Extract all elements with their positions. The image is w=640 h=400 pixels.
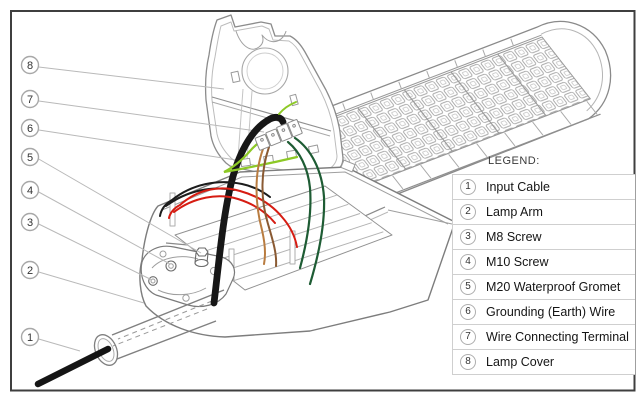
legend-num-5: 5 [460, 279, 476, 295]
m8-screw [148, 276, 158, 286]
led-head [302, 20, 612, 206]
legend-rows: 1 Input Cable 2 Lamp Arm 3 M8 Screw 4 M1… [452, 174, 635, 375]
legend-num-8: 8 [460, 354, 476, 370]
red-wire-1 [168, 187, 298, 248]
callout-bubbles: 8 7 6 5 4 3 2 1 [20, 55, 40, 347]
callout-5-num: 5 [27, 152, 33, 164]
cover-arch-detail [235, 30, 287, 50]
leader-line-2 [38, 271, 145, 304]
callout-4-num: 4 [27, 185, 33, 197]
legend-label-5: M20 Waterproof Gromet [486, 280, 621, 294]
legend-label-1: Input Cable [486, 180, 550, 194]
brown-wire [261, 146, 278, 267]
cover-round-opening [241, 47, 289, 95]
callout-4: 4 [20, 180, 40, 200]
input-cable-inside [210, 113, 287, 307]
callout-1: 1 [20, 327, 40, 347]
legend-label-4: M10 Screw [486, 255, 549, 269]
callout-7-num: 7 [27, 94, 33, 106]
legend-row-4: 4 M10 Screw [453, 249, 635, 274]
wire-connecting-terminal [254, 119, 303, 151]
orange-wire [255, 148, 267, 265]
callout-6: 6 [20, 118, 40, 138]
leader-line-1 [38, 338, 81, 352]
legend-num-1: 1 [460, 179, 476, 195]
legend-row-6: 6 Grounding (Earth) Wire [453, 299, 635, 324]
led-head-endcap-inner [540, 28, 603, 112]
leader-line-3 [38, 223, 153, 281]
callout-2-num: 2 [27, 265, 33, 277]
legend-row-3: 3 M8 Screw [453, 224, 635, 249]
legend-label-3: M8 Screw [486, 230, 542, 244]
leader-line-8 [38, 66, 225, 90]
legend-num-4: 4 [460, 254, 476, 270]
callout-2: 2 [20, 260, 40, 280]
legend-row-2: 2 Lamp Arm [453, 199, 635, 224]
legend-num-3: 3 [460, 229, 476, 245]
callout-3: 3 [20, 212, 40, 232]
legend-label-7: Wire Connecting Terminal [486, 330, 629, 344]
legend-label-2: Lamp Arm [486, 205, 543, 219]
callout-5: 5 [20, 147, 40, 167]
callout-8: 8 [20, 55, 40, 75]
dark-green-wire-1 [286, 140, 312, 270]
leader-line-7 [38, 100, 265, 133]
leader-line-4 [38, 191, 171, 265]
callout-3-num: 3 [27, 217, 33, 229]
dark-green-wire-2 [293, 136, 326, 286]
callout-8-num: 8 [27, 60, 33, 72]
legend-row-7: 7 Wire Connecting Terminal [453, 324, 635, 349]
m20-gromet [194, 247, 209, 268]
front-fins [364, 101, 598, 200]
legend-num-2: 2 [460, 204, 476, 220]
legend-heading: LEGEND: [488, 155, 540, 167]
hinge-bracket [340, 159, 356, 173]
lamp-cover [204, 14, 344, 180]
legend-row-8: 8 Lamp Cover [453, 349, 635, 375]
legend-label-8: Lamp Cover [486, 355, 555, 369]
input-cable [34, 345, 112, 388]
legend-label-6: Grounding (Earth) Wire [486, 305, 616, 319]
led-module-separators [357, 53, 547, 170]
legend: LEGEND: 1 Input Cable 2 Lamp Arm 3 M8 Sc… [452, 148, 635, 375]
callout-6-num: 6 [27, 123, 33, 135]
leader-line-6 [38, 129, 237, 161]
legend-row-5: 5 M20 Waterproof Gromet [453, 274, 635, 299]
grounding-pigtail [278, 101, 297, 115]
legend-row-1: 1 Input Cable [453, 174, 635, 199]
legend-num-7: 7 [460, 329, 476, 345]
callout-7: 7 [20, 89, 40, 109]
callout-1-num: 1 [27, 332, 33, 344]
leader-line-5 [38, 158, 202, 254]
legend-num-6: 6 [460, 304, 476, 320]
leader-lines [38, 66, 265, 352]
